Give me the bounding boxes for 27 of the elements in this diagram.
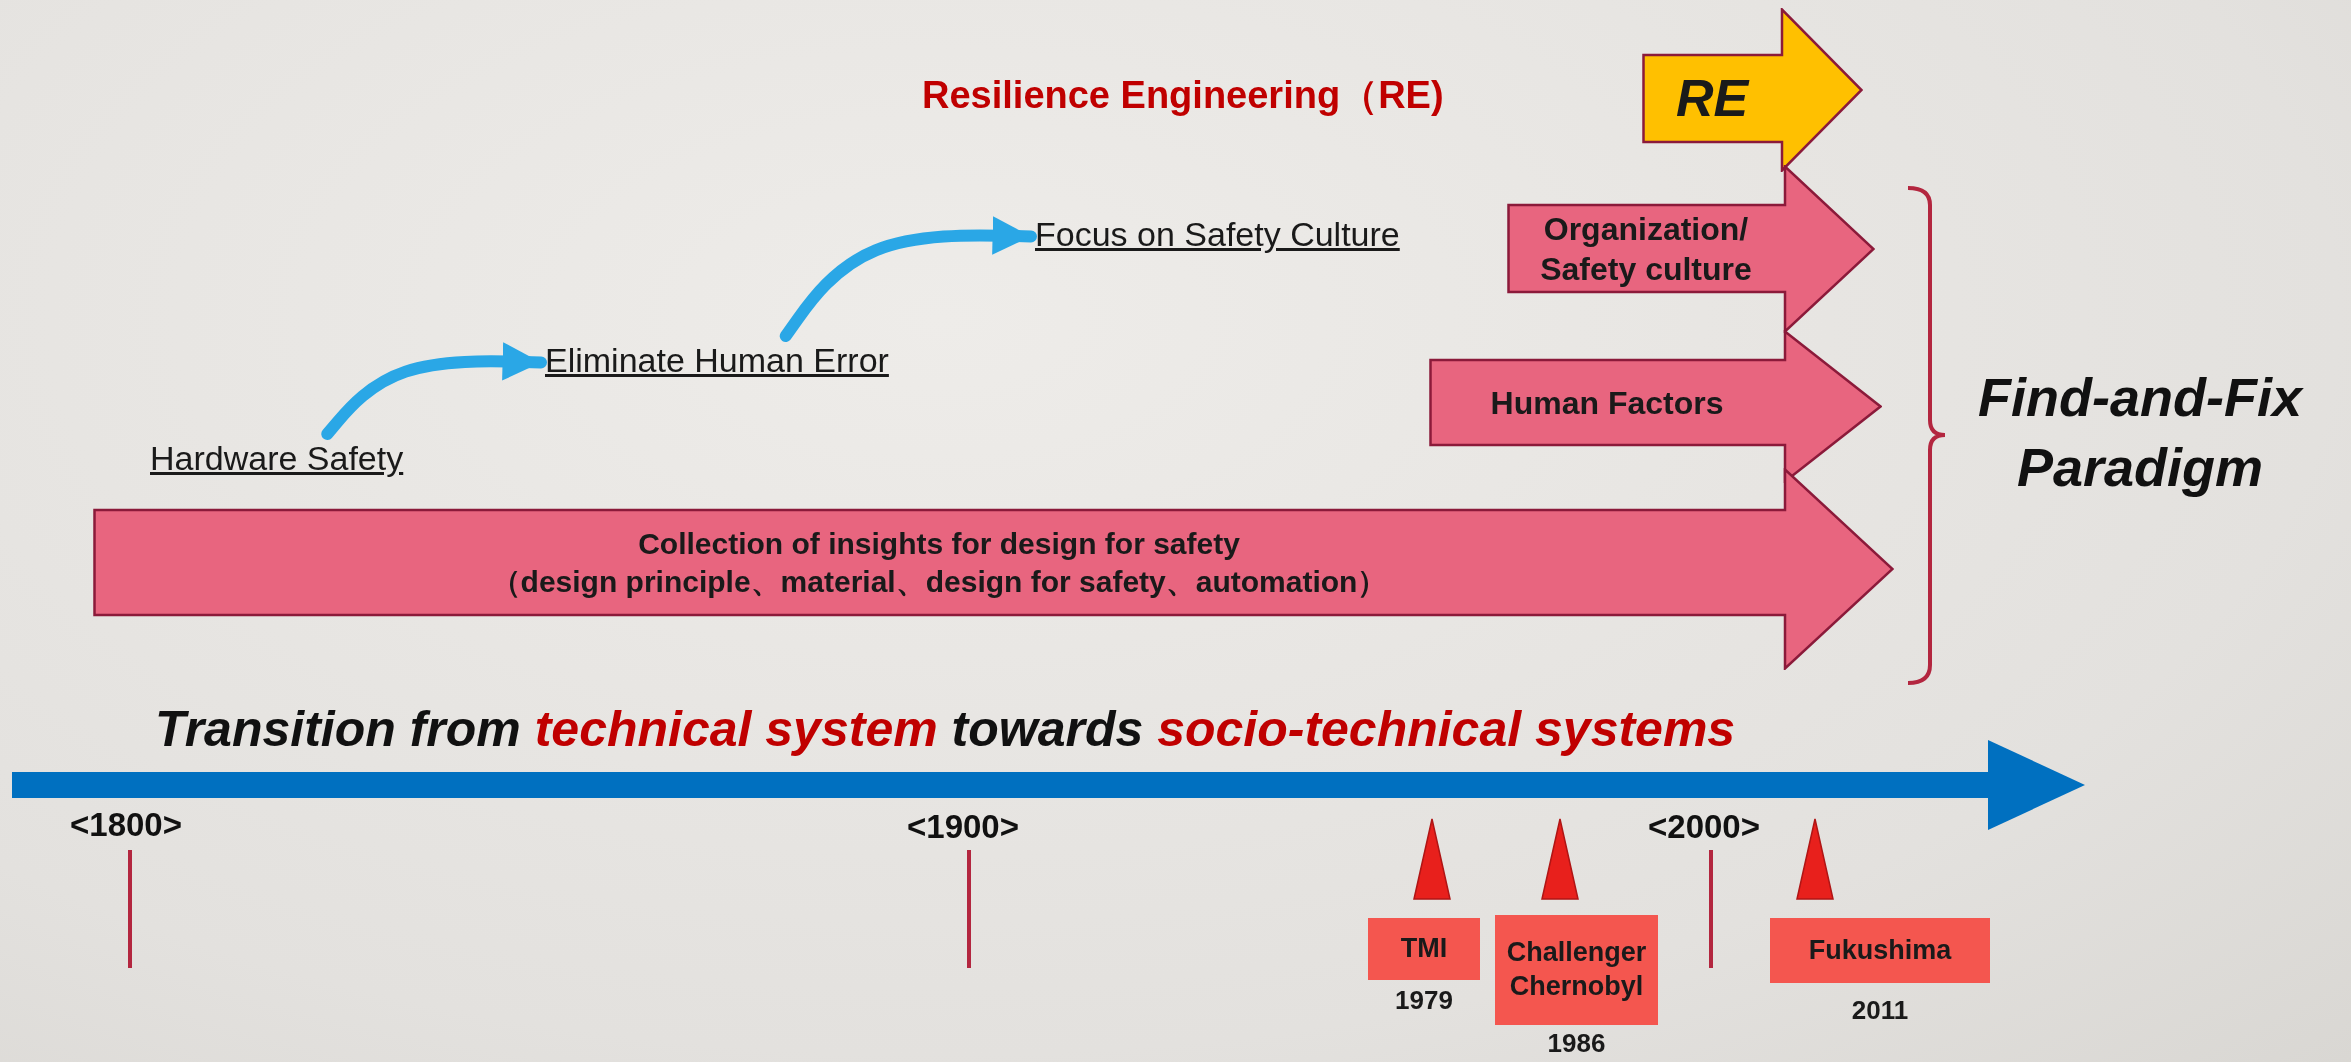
event-box: Challenger Chernobyl xyxy=(1495,915,1658,1025)
triangle-marker xyxy=(1413,818,1451,900)
curved-arrow xyxy=(779,216,1037,342)
stage-text: Focus on Safety Culture xyxy=(1035,214,1400,255)
year-label: 2011 xyxy=(1851,995,1909,1026)
triangle-marker xyxy=(1796,818,1834,900)
year-label: <1900> xyxy=(907,808,1019,846)
event-box: Fukushima xyxy=(1770,918,1990,983)
curved-arrow xyxy=(321,342,547,440)
arrow-label: Organization/ Safety culture xyxy=(1539,209,1753,289)
triangle-marker xyxy=(1541,818,1579,900)
arrow-label: Collection of insights for design for safety xyxy=(638,526,1240,562)
arrow-label: Human Factors xyxy=(1490,383,1724,423)
arrow-label: （design principle、material、design for safety、automation） xyxy=(490,563,1388,600)
stage-text: Hardware Safety xyxy=(150,438,404,479)
stage-text: Eliminate Human Error xyxy=(545,340,889,381)
year-label: 1979 xyxy=(1395,985,1453,1016)
pointed-banner xyxy=(1642,8,1863,172)
year-label: <1800> xyxy=(70,806,182,844)
timeline-title: Transition from technical system towards socio-technical systems xyxy=(155,700,1736,758)
arrow-label: RE xyxy=(1675,68,1749,129)
pointed-banner xyxy=(1507,165,1875,333)
year-label: <2000> xyxy=(1648,808,1760,846)
paradigm-label: Find-and-Fix Paradigm xyxy=(1977,366,2305,500)
event-box: TMI xyxy=(1368,918,1480,980)
heading-label: Resilience Engineering（RE) xyxy=(922,73,1444,118)
year-label: 1986 xyxy=(1547,1028,1606,1059)
